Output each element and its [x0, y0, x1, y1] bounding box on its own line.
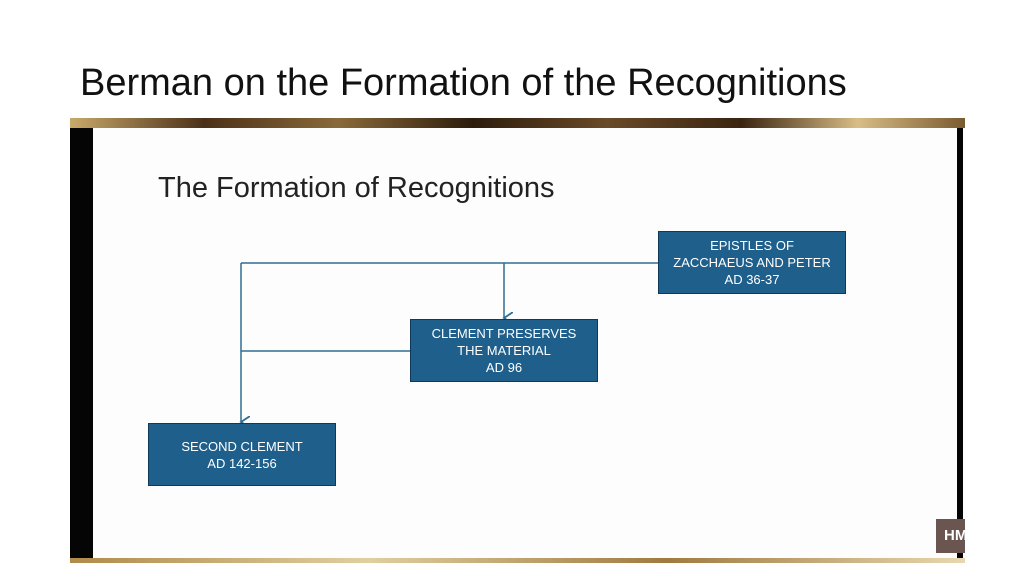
decorative-strip — [70, 118, 965, 128]
box-clement-preserves: CLEMENT PRESERVES THE MATERIAL AD 96 — [410, 319, 598, 382]
black-bar — [957, 128, 963, 558]
box-line: AD 96 — [485, 360, 523, 375]
box-line: EPISTLES OF — [710, 238, 794, 253]
slide-title: The Formation of Recognitions — [158, 172, 555, 204]
black-bar — [70, 128, 93, 558]
box-second-clement: SECOND CLEMENT AD 142-156 — [148, 423, 336, 486]
box-line: AD 36-37 — [724, 272, 780, 287]
page-title: Berman on the Formation of the Recogniti… — [80, 62, 847, 104]
box-line: CLEMENT PRESERVES — [431, 326, 577, 341]
decorative-strip — [70, 558, 965, 563]
box-line: ZACCHAEUS AND PETER — [673, 255, 831, 270]
channel-logo: HM — [936, 519, 965, 553]
box-line: SECOND CLEMENT — [181, 438, 303, 454]
box-line: THE MATERIAL — [457, 343, 551, 358]
box-epistles: EPISTLES OF ZACCHAEUS AND PETER AD 36-37 — [658, 231, 846, 294]
box-line: AD 142-156 — [207, 455, 277, 471]
